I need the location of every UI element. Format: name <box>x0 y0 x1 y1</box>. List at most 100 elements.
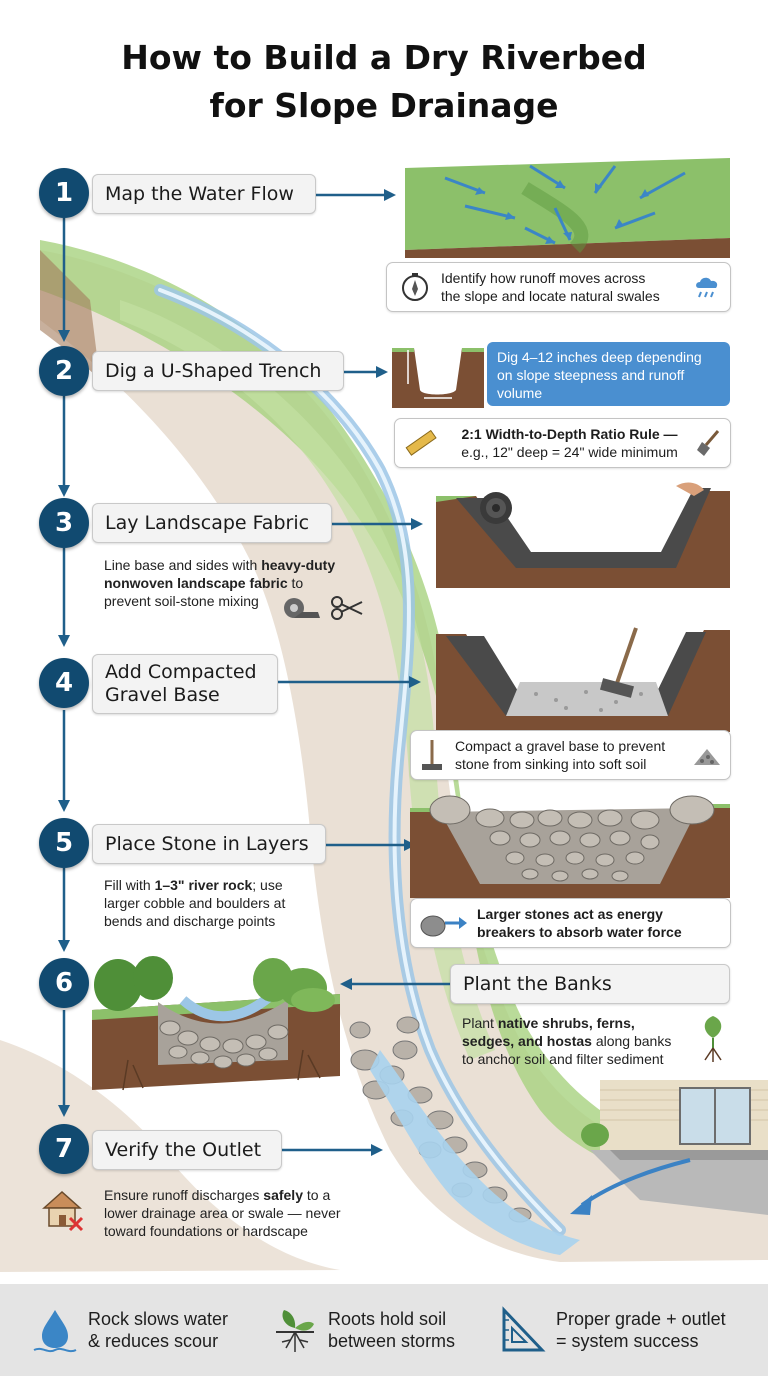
step-6-label: Plant the Banks <box>450 964 730 1004</box>
slope-soil-edge <box>40 250 100 380</box>
step-1-callout: Identify how runoff moves across the slo… <box>386 262 731 312</box>
scissors-icon <box>331 596 363 620</box>
step-3-fabric-illustration <box>436 482 730 588</box>
step-7-label: Verify the Outlet <box>92 1130 282 1170</box>
step-4-label-line-2: Gravel Base <box>105 684 220 706</box>
plant-roots-icon <box>704 1016 722 1062</box>
step-7-desc-bold: safely <box>263 1187 303 1203</box>
step-1-terrain-illustration <box>405 158 730 258</box>
rain-cloud-icon <box>696 277 718 298</box>
footer-item-rock: Rock slows water & reduces scour <box>32 1306 228 1354</box>
step-5-description: Fill with 1–3" river rock; use larger co… <box>104 876 344 930</box>
step-5-desc-line-3: bends and discharge points <box>104 913 276 929</box>
step-5-desc-line-2: larger cobble and boulders at <box>104 895 286 911</box>
step-1-callout-text: Identify how runoff moves across the slo… <box>441 269 692 305</box>
step-5-callout: Larger stones act as energy breakers to … <box>410 898 731 948</box>
step-5-number: 5 <box>39 818 89 868</box>
step-2-depth-line-3: volume <box>497 385 543 401</box>
footer-rock-line-1: Rock slows water <box>88 1309 229 1329</box>
step-3-desc-line-2-rest: to <box>287 575 304 591</box>
stone-water-icon <box>420 915 467 937</box>
step-2-ratio-line-1: 2:1 Width-to-Depth Ratio Rule — <box>461 426 678 442</box>
step-5-desc-pre: Fill with <box>104 877 155 893</box>
step-7-number: 7 <box>39 1124 89 1174</box>
step-4-gravel-illustration <box>436 627 730 732</box>
step-7-desc-line-3: toward foundations or hardscape <box>104 1223 308 1239</box>
step-2-depth-note: Dig 4–12 inches deep depending on slope … <box>487 342 730 406</box>
footer-bar: Rock slows water & reduces scour Roots h… <box>0 1284 768 1376</box>
step-5-callout-line-1: Larger stones act as energy <box>477 906 663 922</box>
step-2-label: Dig a U-Shaped Trench <box>92 351 344 391</box>
step-1-label: Map the Water Flow <box>92 174 316 214</box>
gravel-pile-icon <box>694 749 720 765</box>
step-1-callout-line-2: the slope and locate natural swales <box>441 288 660 304</box>
step-4-label-line-1: Add Compacted <box>105 661 257 683</box>
lower-slope-soil <box>0 1040 340 1272</box>
footer-grade-text: Proper grade + outlet = system success <box>556 1308 726 1352</box>
title-line-2: for Slope Drainage <box>209 86 559 125</box>
step-2-ratio-callout: 2:1 Width-to-Depth Ratio Rule — e.g., 12… <box>394 418 731 468</box>
step-6-description: Plant native shrubs, ferns, sedges, and … <box>462 1014 712 1068</box>
step-6-planted-bank-illustration <box>92 956 340 1091</box>
step-2-ratio-text: 2:1 Width-to-Depth Ratio Rule — e.g., 12… <box>445 425 694 461</box>
title-line-1: How to Build a Dry Riverbed <box>121 38 647 77</box>
footer-item-roots: Roots hold soil between storms <box>272 1306 455 1354</box>
step-5-desc-post: ; use <box>252 877 283 893</box>
step-1-callout-line-1: Identify how runoff moves across <box>441 270 646 286</box>
set-square-icon <box>502 1306 546 1352</box>
step-6-desc-post-2: along banks <box>591 1033 672 1049</box>
step-3-desc-bold-1: heavy-duty <box>261 557 336 573</box>
step-4-callout-text: Compact a gravel base to prevent stone f… <box>455 737 692 773</box>
footer-grade-line-1: Proper grade + outlet <box>556 1309 726 1329</box>
step-5-desc-bold: 1–3" river rock <box>154 877 253 893</box>
step-3-desc-bold-2: nonwoven landscape fabric <box>104 575 288 591</box>
footer-roots-line-1: Roots hold soil <box>328 1309 447 1329</box>
step-4-number: 4 <box>39 658 89 708</box>
outlet-water <box>370 1050 580 1255</box>
house-patio <box>581 1080 768 1215</box>
step-6-desc-line-3: to anchor soil and filter sediment <box>462 1051 664 1067</box>
step-3-number: 3 <box>39 498 89 548</box>
step-7-desc-post: to a <box>302 1187 331 1203</box>
step-6-desc-pre: Plant <box>462 1015 498 1031</box>
step-3-label: Lay Landscape Fabric <box>92 503 332 543</box>
step-4-label: Add Compacted Gravel Base <box>92 654 278 714</box>
footer-item-grade: Proper grade + outlet = system success <box>500 1306 726 1354</box>
step-5-callout-line-2: breakers to absorb water force <box>477 924 682 940</box>
step-5-label: Place Stone in Layers <box>92 824 326 864</box>
step-3-desc-line-1: Line base and sides with <box>104 557 262 573</box>
step-2-trench-illustration <box>392 348 484 408</box>
tamper-icon <box>422 740 442 770</box>
step-6-number: 6 <box>39 958 89 1008</box>
step-2-ratio-line-2: e.g., 12" deep = 24" wide minimum <box>461 444 678 460</box>
step-7-desc-pre: Ensure runoff discharges <box>104 1187 264 1203</box>
compass-icon <box>402 273 428 301</box>
footer-rock-text: Rock slows water & reduces scour <box>88 1308 228 1352</box>
step-6-desc-bold-2: sedges, and hostas <box>462 1033 592 1049</box>
step-3-description: Line base and sides with heavy-duty nonw… <box>104 556 374 610</box>
step-4-callout: Compact a gravel base to prevent stone f… <box>410 730 731 780</box>
step-2-depth-line-2: on slope steepness and runoff <box>497 367 685 383</box>
house-no-drain-icon <box>42 1190 84 1232</box>
footer-rock-line-2: & reduces scour <box>88 1331 219 1351</box>
step-4-callout-line-1: Compact a gravel base to prevent <box>455 738 666 754</box>
step-2-number: 2 <box>39 346 89 396</box>
footer-roots-line-2: between storms <box>328 1331 456 1351</box>
step-2-depth-line-1: Dig 4–12 inches deep depending <box>497 349 702 365</box>
water-drop-icon <box>33 1310 77 1353</box>
step-1-number: 1 <box>39 168 89 218</box>
footer-grade-line-2: = system success <box>556 1331 699 1351</box>
shovel-icon <box>697 430 720 456</box>
ruler-icon <box>405 429 437 456</box>
step-7-desc-line-2: lower drainage area or swale — never <box>104 1205 341 1221</box>
step-7-description: Ensure runoff discharges safely to a low… <box>104 1186 384 1240</box>
step-6-desc-bold-1: native shrubs, ferns, <box>497 1015 635 1031</box>
step-3-desc-line-3: prevent soil-stone mixing <box>104 593 259 609</box>
sprout-roots-icon <box>276 1310 314 1352</box>
fabric-roll-icon <box>284 598 320 618</box>
step-5-callout-text: Larger stones act as energy breakers to … <box>477 905 722 941</box>
page-title: How to Build a Dry Riverbed for Slope Dr… <box>0 34 768 130</box>
outlet-flow-arrowhead <box>570 1195 592 1215</box>
step-4-callout-line-2: stone from sinking into soft soil <box>455 756 647 772</box>
